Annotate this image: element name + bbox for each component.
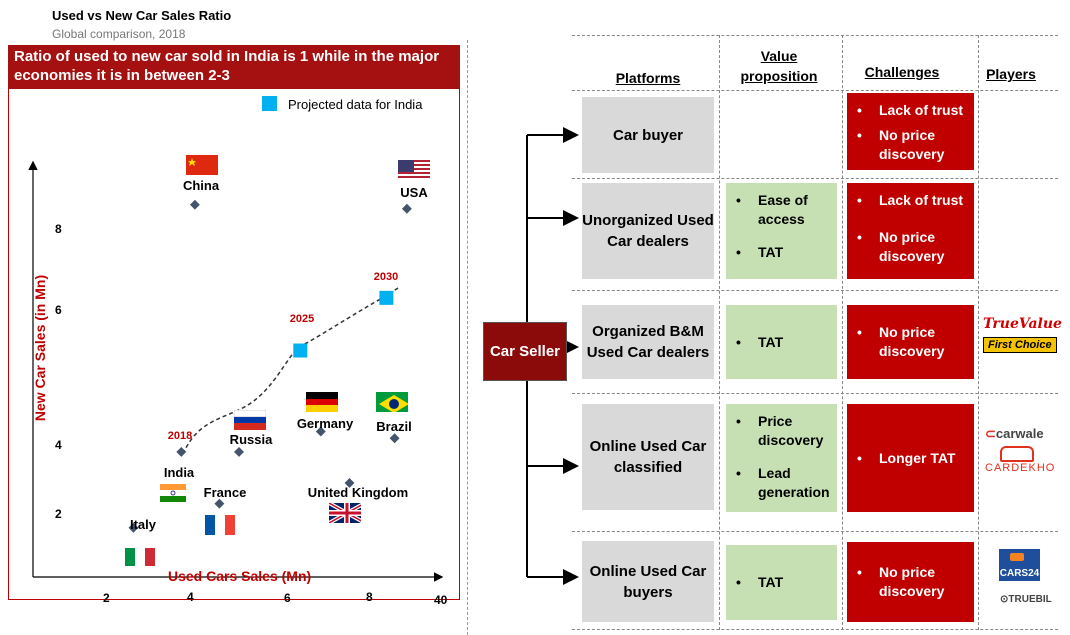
- usa-flag-icon: [398, 160, 430, 180]
- header-platforms: Platforms: [615, 70, 681, 86]
- grid-line: [572, 90, 1058, 91]
- x-tick-4: 4: [187, 590, 194, 604]
- x-tick-2: 2: [103, 591, 110, 605]
- data-point-2025: [293, 343, 308, 358]
- point-label-usa: USA: [400, 185, 428, 200]
- page-subtitle: Global comparison, 2018: [52, 27, 186, 41]
- grid-line: [572, 393, 1058, 394]
- germany-flag-icon: [306, 392, 338, 412]
- point-label-italy: Italy: [129, 517, 157, 532]
- value-online-classified: •Price discovery •Lead generation: [726, 404, 837, 512]
- china-flag-icon: [186, 155, 218, 175]
- truebil-logo: ⊙TRUEBIL: [1000, 594, 1052, 605]
- platform-organized-dealers: Organized B&M Used Car dealers: [582, 305, 714, 379]
- data-point-germany: [315, 426, 326, 437]
- data-point-united-kingdom: [344, 478, 355, 488]
- grid-line: [572, 531, 1058, 532]
- year-label-2025: 2025: [289, 313, 315, 325]
- point-label-brazil: Brazil: [376, 419, 412, 434]
- chart-svg: [28, 160, 444, 582]
- y-tick-4: 4: [55, 438, 62, 452]
- point-label-russia: Russia: [229, 432, 273, 447]
- y-tick-6: 6: [55, 303, 62, 317]
- italy-flag-icon: [125, 548, 157, 568]
- grid-line: [719, 35, 720, 630]
- point-label-india: India: [163, 465, 195, 480]
- y-tick-8: 8: [55, 222, 62, 236]
- cardekho-logo: CARDEKHO: [985, 462, 1056, 474]
- section-divider: [467, 40, 468, 635]
- page-title: Used vs New Car Sales Ratio: [52, 8, 232, 23]
- platform-unorganized-dealers: Unorganized Used Car dealers: [582, 183, 714, 279]
- truebil-icon: ⊙: [1000, 594, 1009, 605]
- y-tick-2: 2: [55, 507, 62, 521]
- data-point-usa: [401, 203, 412, 214]
- grid-line: [572, 178, 1058, 179]
- data-point-russia: [234, 446, 244, 457]
- russia-flag-icon: [234, 410, 266, 430]
- grid-line: [978, 35, 979, 630]
- car-seller-box: Car Seller: [483, 322, 567, 381]
- brazil-flag-icon: [376, 392, 408, 412]
- value-unorganized-dealers: •Ease of access •TAT: [726, 183, 837, 279]
- grid-line: [842, 35, 843, 630]
- header-challenges: Challenges: [864, 64, 940, 80]
- data-point-italy: [128, 522, 139, 533]
- platform-online-classified: Online Used Car classified: [582, 404, 714, 510]
- point-label-china: China: [182, 178, 220, 193]
- carwale-logo: ⊂carwale: [985, 426, 1044, 441]
- truevalue-logo: TrueValue: [983, 316, 1062, 332]
- header-players: Players: [986, 66, 1036, 82]
- platform-online-buyers: Online Used Car buyers: [582, 541, 714, 622]
- x-axis-label: Used Cars Sales (Mn): [168, 568, 312, 584]
- grid-line: [572, 629, 1058, 630]
- india-flag-icon: [160, 484, 192, 504]
- point-label-uk: United Kingdom: [307, 485, 409, 500]
- point-label-france: France: [203, 485, 247, 500]
- chart-banner: Ratio of used to new car sold in India i…: [8, 45, 460, 89]
- point-label-germany: Germany: [296, 416, 354, 431]
- legend-label: Projected data for India: [288, 97, 423, 112]
- india-trend-line: [182, 287, 399, 455]
- year-label-2030: 2030: [373, 271, 399, 283]
- x-tick-6: 6: [284, 591, 291, 605]
- data-point-france: [214, 498, 225, 509]
- x-tick-40: 40: [434, 593, 448, 607]
- grid-line: [572, 35, 1058, 36]
- challenges-unorganized-dealers: •Lack of trust •No price discovery: [847, 183, 974, 279]
- x-tick-8: 8: [366, 590, 373, 604]
- data-point-china: [189, 199, 200, 210]
- value-online-buyers: •TAT: [726, 545, 837, 620]
- value-organized-dealers: •TAT: [726, 305, 837, 379]
- firstchoice-logo: First Choice: [983, 337, 1057, 353]
- cars24-icon: [1010, 553, 1024, 561]
- data-point-2030: [379, 290, 394, 305]
- uk-flag-icon: [329, 503, 361, 523]
- data-point-brazil: [389, 433, 400, 444]
- grid-line: [572, 290, 1058, 291]
- platform-car-buyer: Car buyer: [582, 97, 714, 173]
- france-flag-icon: [205, 515, 237, 535]
- legend-swatch: [262, 96, 277, 111]
- carwale-icon: ⊂: [985, 426, 996, 441]
- challenges-online-buyers: •No price discovery: [847, 542, 974, 622]
- challenges-car-buyer: •Lack of trust •No price discovery: [847, 93, 974, 170]
- cardekho-car-icon: [1000, 446, 1034, 462]
- header-value-proposition: Value proposition: [740, 48, 818, 84]
- year-label-2018: 2018: [167, 430, 193, 442]
- data-point-india: [176, 446, 187, 457]
- challenges-online-classified: •Longer TAT: [847, 404, 974, 512]
- challenges-organized-dealers: •No price discovery: [847, 305, 974, 379]
